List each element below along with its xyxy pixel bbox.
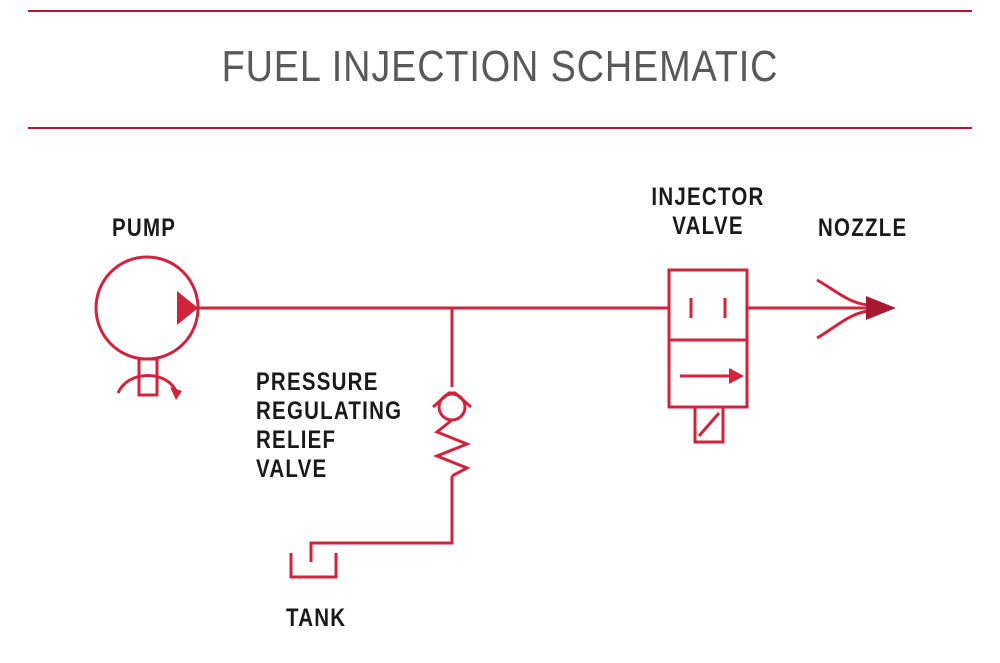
nozzle-spray-arrow-icon: [866, 296, 896, 320]
pump-label-text: PUMP: [112, 214, 177, 242]
relief-valve-spring: [432, 418, 472, 478]
relief-valve-label: PRESSURE REGULATING RELIEF VALVE: [256, 368, 402, 484]
pump-output-arrow-icon: [177, 291, 198, 325]
pump-symbol: [94, 255, 200, 400]
nozzle-symbol: [816, 278, 896, 340]
page-title: FUEL INJECTION SCHEMATIC: [221, 42, 779, 91]
relief-valve-symbol: [432, 391, 472, 478]
solenoid-coil-mark: [697, 412, 721, 437]
nozzle-label: NOZZLE: [818, 214, 907, 243]
tank-return-line: [309, 476, 454, 562]
nozzle-lower-curve: [816, 309, 869, 340]
top-rule: [28, 10, 972, 12]
nozzle-upper-curve: [816, 278, 869, 307]
relief-valve-label-line-1: PRESSURE: [256, 368, 379, 396]
relief-valve-ball: [437, 392, 467, 422]
pump-label: PUMP: [112, 214, 176, 243]
nozzle-label-text: NOZZLE: [818, 214, 908, 242]
injector-valve-label-line-2: VALVE: [672, 212, 744, 240]
tank-symbol: [289, 553, 338, 579]
title-underline-rule: [28, 127, 972, 129]
pump-rotation-arrow-icon: [116, 374, 178, 394]
injector-valve-label-line-1: INJECTOR: [651, 183, 765, 211]
tank-label-text: TANK: [286, 604, 347, 632]
tank-label: TANK: [286, 604, 346, 633]
relief-valve-label-line-2: REGULATING: [256, 397, 403, 425]
pump-rotation-arrowhead-icon: [170, 387, 182, 400]
relief-valve-label-line-3: RELIEF: [256, 426, 337, 454]
relief-valve-label-line-4: VALVE: [256, 455, 328, 483]
injector-valve-symbol: [667, 268, 749, 444]
injector-valve-flow-arrow-icon: [729, 368, 744, 384]
injector-valve-label: INJECTOR VALVE: [642, 183, 773, 241]
solenoid-actuator: [693, 405, 725, 444]
